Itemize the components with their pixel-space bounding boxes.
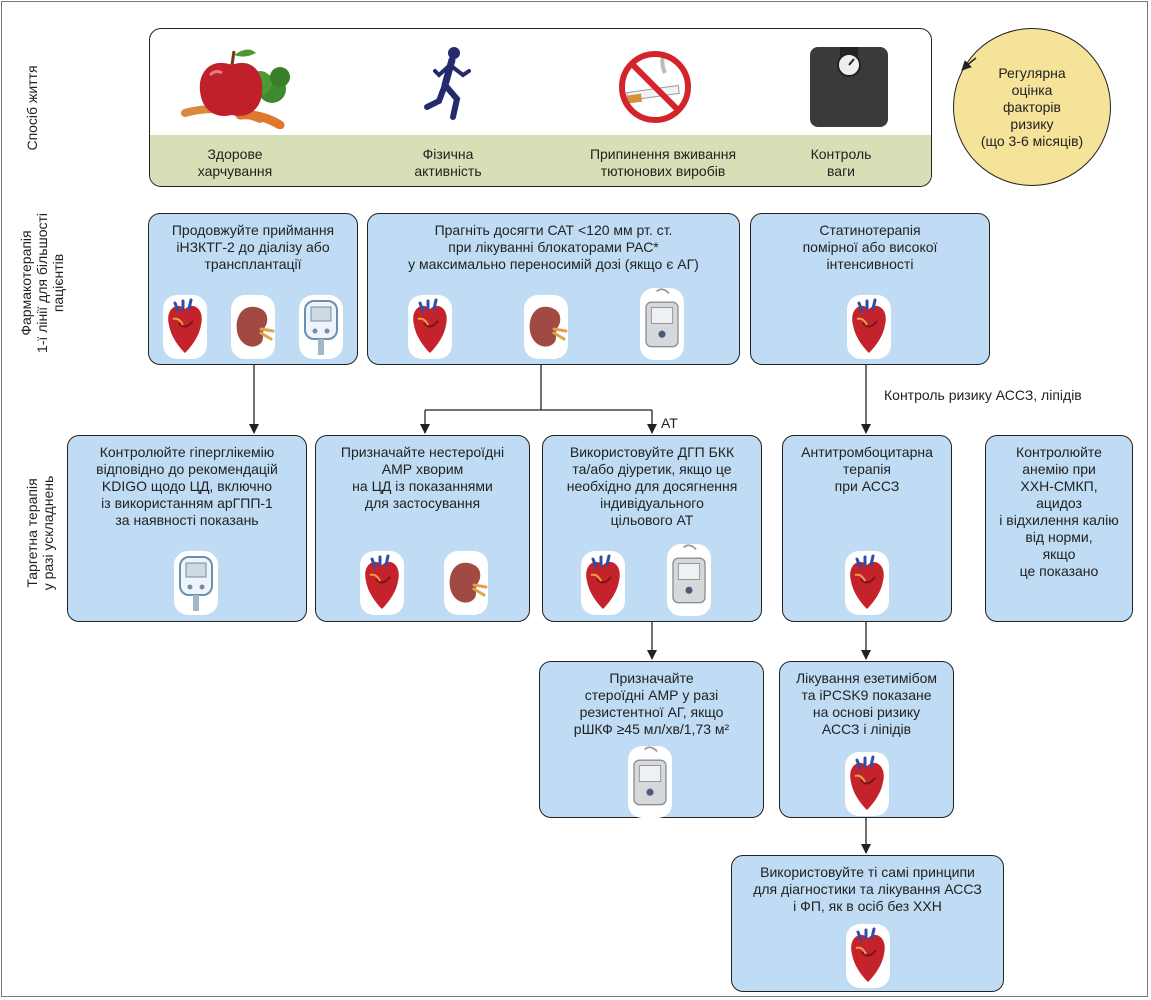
heart-icon xyxy=(847,295,891,359)
no-smoking-icon xyxy=(605,43,715,129)
kidney-icon xyxy=(231,295,275,359)
box-nonsteroidal-mra: Призначайте нестероїдні АМР хворим на ЦД… xyxy=(315,435,530,622)
kidney-icon xyxy=(444,551,488,615)
heart-icon xyxy=(846,924,890,988)
flow-label-risk-control: Контроль ризику АССЗ, ліпідів xyxy=(884,387,1082,403)
lifestyle-label-no-smoking: Припинення вживання тютюнових виробів xyxy=(589,146,737,179)
box-steroidal-mra: Призначайте стероїдні АМР у разі резисте… xyxy=(539,661,764,818)
lifestyle-label-food: Здорове харчування xyxy=(197,146,273,179)
box-sbp-text: Прагніть досягти САТ <120 мм рт. ст. при… xyxy=(408,222,699,272)
box-anemia-text: Контролюйте анемію при ХХН-СМКП, ацидоз … xyxy=(999,444,1119,579)
box-statin-text: Статинотерапія помірної або високої інте… xyxy=(802,222,938,272)
lifestyle-label-activity: Фізична активність xyxy=(414,146,482,179)
weight-scale-icon xyxy=(804,43,914,129)
box-steroid-text: Призначайте стероїдні АМР у разі резисте… xyxy=(573,670,730,737)
heart-icon xyxy=(845,752,889,816)
glucometer-icon xyxy=(299,295,343,359)
box-dhp-text: Використовуйте ДГП БКК та/або діуретик, … xyxy=(566,444,738,528)
heart-icon xyxy=(408,295,452,359)
heart-icon xyxy=(581,551,625,615)
healthy-food-icon xyxy=(180,43,290,130)
box-sglt2-text: Продовжуйте приймання iНЗКТГ-2 до діаліз… xyxy=(171,222,335,272)
running-person-icon xyxy=(395,43,505,129)
box-glycemia: Контролюйте гіперглікемію відповідно до … xyxy=(67,435,307,622)
blood-pressure-monitor-icon xyxy=(628,746,672,818)
heart-icon xyxy=(163,295,207,359)
blood-pressure-monitor-icon xyxy=(667,544,711,616)
risk-assessment-circle: Регулярна оцінка факторів ризику (що 3-6… xyxy=(953,28,1111,186)
box-antiplatelet-text: Антитромбоцитарна терапія при АССЗ xyxy=(801,444,933,494)
box-ezetimibe-text: Лікування езетимібом та iPCSK9 показане … xyxy=(795,670,938,737)
box-ezetimibe: Лікування езетимібом та iPCSK9 показане … xyxy=(779,661,954,818)
glucometer-icon xyxy=(174,551,218,615)
box-sglt2-continue: Продовжуйте приймання iНЗКТГ-2 до діаліз… xyxy=(148,213,358,365)
box-same-text: Використовуйте ті самі принципи для діаг… xyxy=(753,864,982,914)
flow-label-bp: АТ xyxy=(661,415,678,431)
risk-assessment-text: Регулярна оцінка факторів ризику (що 3-6… xyxy=(980,64,1084,149)
lifestyle-label-weight: Контроль ваги xyxy=(810,146,872,179)
kidney-icon xyxy=(524,295,568,359)
box-glycemia-text: Контролюйте гіперглікемію відповідно до … xyxy=(96,444,278,528)
box-sbp-target: Прагніть досягти САТ <120 мм рт. ст. при… xyxy=(367,213,740,365)
heart-icon xyxy=(360,551,404,615)
blood-pressure-monitor-icon xyxy=(640,288,684,360)
box-nsmra-text: Призначайте нестероїдні АМР хворим на ЦД… xyxy=(340,444,505,511)
box-antiplatelet: Антитромбоцитарна терапія при АССЗ xyxy=(782,435,952,622)
box-dhp-ccb: Використовуйте ДГП БКК та/або діуретик, … xyxy=(542,435,762,622)
box-anemia: Контролюйте анемію при ХХН-СМКП, ацидоз … xyxy=(985,435,1133,622)
lifestyle-panel: Здорове харчування Фізична активність Пр… xyxy=(149,28,932,187)
box-same-principles: Використовуйте ті самі принципи для діаг… xyxy=(731,855,1004,992)
lifestyle-band xyxy=(150,135,931,186)
heart-icon xyxy=(845,551,889,615)
box-statin: Статинотерапія помірної або високої інте… xyxy=(750,213,990,365)
